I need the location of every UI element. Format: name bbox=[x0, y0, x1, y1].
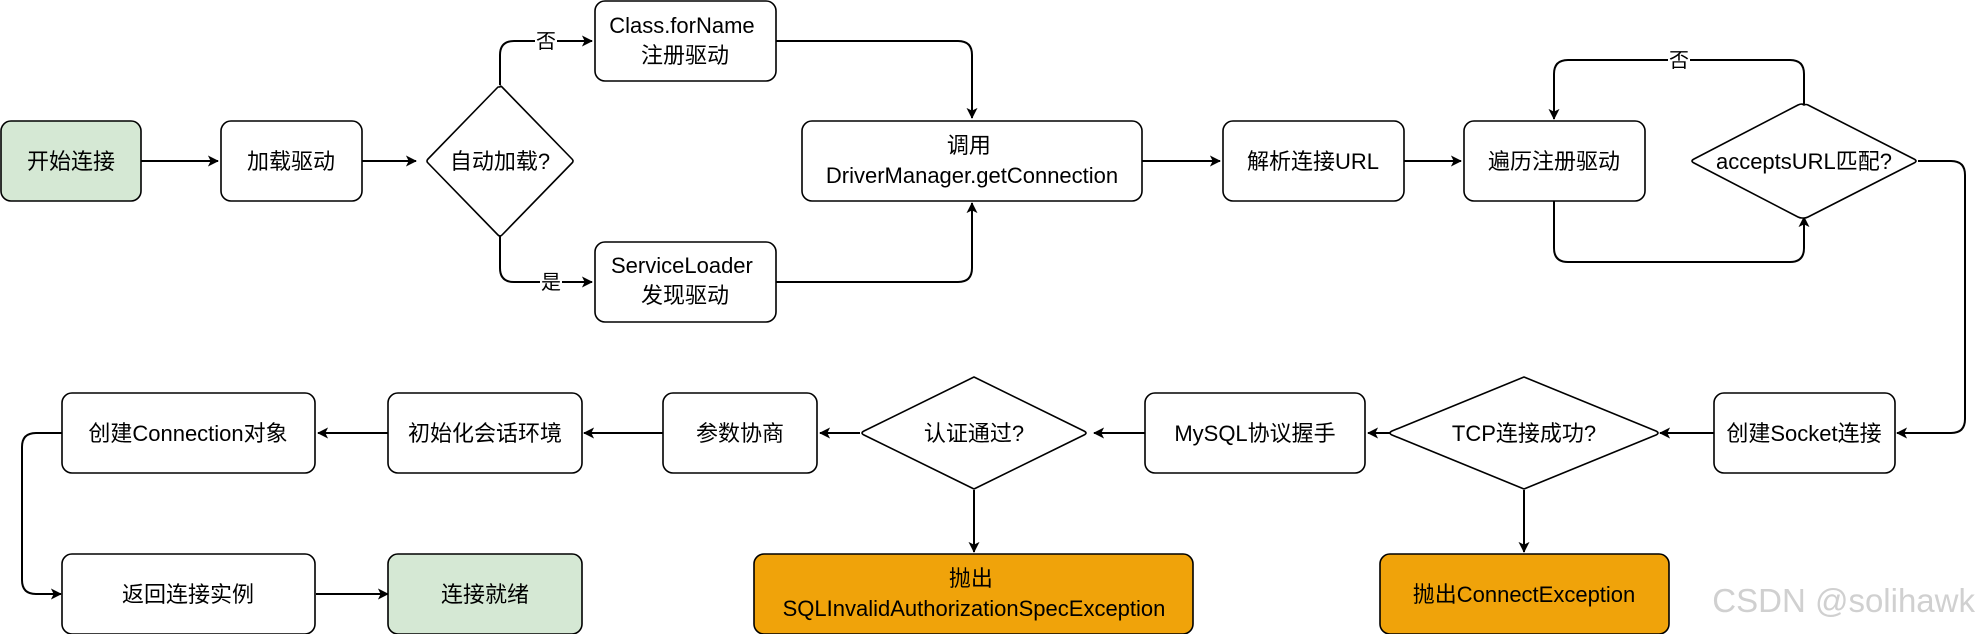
svg-text:acceptsURL匹配?: acceptsURL匹配? bbox=[1716, 149, 1892, 174]
node-load-driver-text: 加载驱动 bbox=[247, 149, 335, 174]
node-ready-text: 连接就绪 bbox=[441, 582, 529, 607]
node-return-instance-text: 返回连接实例 bbox=[122, 582, 254, 607]
svg-text:TCP连接成功?: TCP连接成功? bbox=[1452, 421, 1596, 446]
node-get-connection-line1: 调用 bbox=[947, 133, 991, 158]
node-parse-url: 解析连接URL bbox=[1222, 120, 1405, 202]
node-init-session-text: 初始化会话环境 bbox=[408, 421, 562, 446]
svg-text:参数协商: 参数协商 bbox=[696, 421, 784, 446]
node-throw-connect-text: 抛出ConnectException bbox=[1413, 582, 1636, 607]
edge-serviceloader-to-getconn bbox=[776, 202, 978, 283]
node-iterate-drivers: 遍历注册驱动 bbox=[1463, 120, 1646, 202]
edges bbox=[21, 35, 1966, 600]
decision-accepts-url-text: acceptsURL匹配? bbox=[1716, 149, 1892, 174]
svg-text:遍历注册驱动: 遍历注册驱动 bbox=[1488, 149, 1620, 174]
decision-tcp-ok: TCP连接成功? bbox=[1389, 376, 1659, 490]
node-return-instance: 返回连接实例 bbox=[61, 553, 316, 634]
svg-text:创建Connection对象: 创建Connection对象 bbox=[88, 421, 287, 446]
svg-text:抛出ConnectException: 抛出ConnectException bbox=[1413, 582, 1636, 607]
edge-label-yes-bottom: 是 bbox=[541, 272, 561, 294]
node-service-loader-line2: 发现驱动 bbox=[641, 283, 729, 308]
edge-iterate-to-accepts bbox=[1553, 201, 1810, 263]
node-mysql-handshake-text: MySQL协议握手 bbox=[1174, 421, 1335, 446]
node-iterate-drivers-text: 遍历注册驱动 bbox=[1488, 149, 1620, 174]
node-init-session: 初始化会话环境 bbox=[387, 392, 583, 474]
node-class-forname-line2: 注册驱动 bbox=[641, 43, 729, 68]
svg-text:解析连接URL: 解析连接URL bbox=[1247, 149, 1379, 174]
svg-text:认证通过?: 认证通过? bbox=[924, 421, 1024, 446]
svg-text:初始化会话环境: 初始化会话环境 bbox=[408, 421, 562, 446]
node-get-connection: 调用 DriverManager.getConnection bbox=[801, 120, 1143, 202]
svg-text:ServiceLoader 发现驱动: ServiceLoader 发现驱动 bbox=[611, 253, 759, 308]
node-create-conn-obj-text: 创建Connection对象 bbox=[88, 421, 287, 446]
node-start: 开始连接 bbox=[0, 120, 142, 202]
decision-auto-load-text: 自动加载? bbox=[450, 149, 550, 174]
decision-auto-load: 自动加载? bbox=[426, 85, 574, 237]
decision-accepts-url: acceptsURL匹配? bbox=[1691, 103, 1917, 219]
svg-text:连接就绪: 连接就绪 bbox=[441, 582, 529, 607]
svg-text:加载驱动: 加载驱动 bbox=[247, 149, 335, 174]
node-start-text: 开始连接 bbox=[27, 149, 115, 174]
svg-text:创建Socket连接: 创建Socket连接 bbox=[1726, 421, 1881, 446]
decision-auth-ok-text: 认证通过? bbox=[924, 421, 1024, 446]
node-load-driver: 加载驱动 bbox=[220, 120, 363, 202]
node-negotiate: 参数协商 bbox=[662, 392, 818, 474]
node-ready: 连接就绪 bbox=[387, 553, 583, 634]
decision-auth-ok: 认证通过? bbox=[861, 376, 1087, 490]
edge-label-no-top: 否 bbox=[536, 31, 556, 53]
edge-label-no-loop: 否 bbox=[1669, 50, 1689, 72]
node-throw-sql: 抛出 SQLInvalidAuthorizationSpecException bbox=[753, 553, 1194, 634]
node-throw-sql-line2: SQLInvalidAuthorizationSpecException bbox=[783, 596, 1166, 621]
decision-tcp-ok-text: TCP连接成功? bbox=[1452, 421, 1596, 446]
node-parse-url-text: 解析连接URL bbox=[1247, 149, 1379, 174]
node-service-loader-line1: ServiceLoader bbox=[611, 253, 753, 278]
svg-text:返回连接实例: 返回连接实例 bbox=[122, 582, 254, 607]
node-throw-sql-line1: 抛出 bbox=[949, 566, 993, 591]
edge-accepts-to-socket bbox=[1896, 160, 1966, 439]
edge-auto-to-forname bbox=[499, 35, 593, 85]
edge-labels: 否 是 否 bbox=[535, 29, 1690, 294]
edge-forname-to-getconn bbox=[776, 40, 978, 119]
edge-createconn-to-return bbox=[21, 432, 62, 600]
node-create-socket: 创建Socket连接 bbox=[1713, 392, 1896, 474]
node-create-socket-text: 创建Socket连接 bbox=[1726, 421, 1881, 446]
svg-text:抛出 SQLInvalidAuthorizati: 抛出 SQLInvalidAuthorizationSpecException bbox=[783, 566, 1166, 621]
node-service-loader: ServiceLoader 发现驱动 bbox=[594, 241, 777, 323]
watermark: CSDN @solihawk bbox=[1712, 582, 1975, 619]
node-create-conn-obj: 创建Connection对象 bbox=[61, 392, 316, 474]
edge-auto-to-serviceloader bbox=[499, 236, 593, 288]
node-class-forname-line1: Class.forName bbox=[609, 13, 754, 38]
node-negotiate-text: 参数协商 bbox=[696, 421, 784, 446]
svg-text:MySQL协议握手: MySQL协议握手 bbox=[1174, 421, 1335, 446]
node-get-connection-line2: DriverManager.getConnection bbox=[826, 163, 1118, 188]
node-class-forname: Class.forName 注册驱动 bbox=[594, 0, 777, 82]
node-mysql-handshake: MySQL协议握手 bbox=[1144, 392, 1366, 474]
svg-text:Class.forName 注册驱动: Class.forName 注册驱动 bbox=[609, 13, 761, 68]
svg-text:自动加载?: 自动加载? bbox=[450, 149, 550, 174]
svg-text:调用 DriverManager.getConn: 调用 DriverManager.getConnection bbox=[826, 133, 1118, 188]
node-throw-connect: 抛出ConnectException bbox=[1379, 553, 1670, 634]
